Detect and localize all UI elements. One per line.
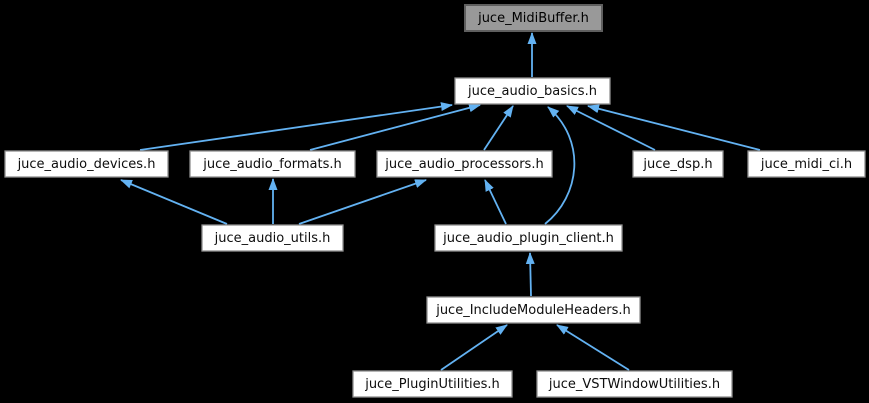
edge-plugin-utilities-to-include-module-headers (440, 324, 508, 371)
node-label: juce_IncludeModuleHeaders.h (435, 303, 631, 318)
node-box (4, 150, 169, 178)
node-box (201, 224, 344, 252)
edge-audio-utils-to-audio-processors (298, 179, 427, 225)
node-audio-processors[interactable]: juce_audio_processors.h (376, 150, 553, 178)
edge-include-module-headers-to-audio-plugin-client (525, 252, 535, 297)
edge-audio-processors-to-audio-basics (483, 105, 514, 151)
node-label: juce_audio_plugin_client.h (442, 231, 614, 246)
node-box (426, 296, 641, 324)
node-box (376, 150, 553, 178)
node-dsp[interactable]: juce_dsp.h (632, 150, 724, 178)
edge-audio-utils-to-audio-devices (120, 179, 228, 225)
node-label: juce_VSTWindowUtilities.h (548, 377, 720, 392)
node-label: juce_audio_devices.h (17, 157, 156, 172)
node-plugin-utilities[interactable]: juce_PluginUtilities.h (352, 370, 513, 398)
node-label: juce_audio_processors.h (384, 157, 543, 172)
node-audio-utils[interactable]: juce_audio_utils.h (201, 224, 344, 252)
node-box (189, 150, 356, 178)
node-box (454, 77, 611, 105)
edge-audio-devices-to-audio-basics (139, 102, 453, 151)
node-label: juce_audio_utils.h (214, 231, 331, 246)
node-box (352, 370, 513, 398)
node-label: juce_midi_ci.h (760, 157, 852, 172)
node-box (536, 370, 733, 398)
node-audio-basics[interactable]: juce_audio_basics.h (454, 77, 611, 105)
node-midi-buffer: juce_MidiBuffer.h (464, 4, 603, 32)
node-box (632, 150, 724, 178)
node-box (464, 4, 603, 32)
node-box (434, 224, 623, 252)
edge-dsp-to-audio-basics (566, 105, 656, 151)
node-label: juce_audio_basics.h (467, 84, 597, 99)
node-audio-formats[interactable]: juce_audio_formats.h (189, 150, 356, 178)
edge-midi-ci-to-audio-basics (587, 104, 761, 151)
node-box (747, 150, 866, 178)
node-audio-devices[interactable]: juce_audio_devices.h (4, 150, 169, 178)
edge-audio-formats-to-audio-basics (309, 103, 481, 151)
node-label: juce_audio_formats.h (202, 157, 342, 172)
node-audio-plugin-client[interactable]: juce_audio_plugin_client.h (434, 224, 623, 252)
node-label: juce_MidiBuffer.h (477, 11, 589, 26)
edge-audio-plugin-client-to-audio-basics (544, 106, 576, 225)
node-include-module-headers[interactable]: juce_IncludeModuleHeaders.h (426, 296, 641, 324)
edge-vst-window-utilities-to-include-module-headers (556, 324, 630, 371)
edge-audio-plugin-client-to-audio-processors (484, 179, 507, 225)
node-midi-ci[interactable]: juce_midi_ci.h (747, 150, 866, 178)
node-label: juce_dsp.h (642, 157, 712, 172)
node-vst-window-utilities[interactable]: juce_VSTWindowUtilities.h (536, 370, 733, 398)
node-label: juce_PluginUtilities.h (364, 377, 500, 392)
